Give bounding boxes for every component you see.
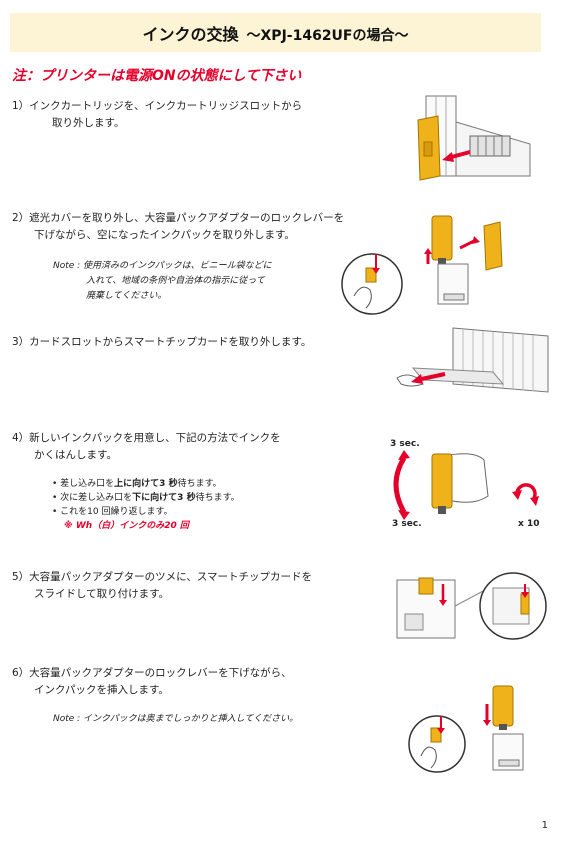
illustration-insert-ink-pack <box>408 685 524 773</box>
power-warning: 注：プリンターは電源ONの状態にして下さい <box>12 68 302 84</box>
bullet-1-bold: 上に向けて3 秒 <box>114 479 178 489</box>
page-title: インクの交換 ～XPJ-1462UFの場合～ <box>10 21 541 45</box>
title-main: インクの交換 <box>142 25 239 44</box>
step-4-line1: 4）新しいインクパックを用意し、下記の方法でインクを <box>12 432 281 444</box>
bullet-2-end: 待ちます。 <box>195 493 240 503</box>
step-6-line2: インクパックを挿入します。 <box>34 684 169 696</box>
bullet-3: • これを10 回繰り返します。 <box>52 505 240 519</box>
step-1: 1）インクカートリッジを、インクカートリッジスロットから 取り外します。 <box>12 98 302 132</box>
bullet-1-text: • 差し込み口を <box>52 479 115 489</box>
step-3: 3）カードスロットからスマートチップカードを取り外します。 <box>12 334 311 351</box>
step-2-note: Note : 使用済みのインクパックは、ビニール袋などに 入れて、地域の条例や自… <box>53 259 272 304</box>
page-number: 1 <box>541 820 548 831</box>
step-2-line1: 2）遮光カバーを取り外し、大容量パックアダプターのロックレバーを <box>12 212 345 224</box>
label-repeat: x 10 <box>518 519 539 529</box>
bullet-1-end: 待ちます。 <box>177 479 222 489</box>
step-3-line1: 3）カードスロットからスマートチップカードを取り外します。 <box>12 336 312 348</box>
bullet-2-text: • 次に差し込み口を <box>52 493 133 503</box>
bullet-2: • 次に差し込み口を下に向けて3 秒待ちます。 <box>52 491 240 505</box>
step-2-line2: 下げながら、空になったインクパックを取り外します。 <box>34 229 295 241</box>
step-2: 2）遮光カバーを取り外し、大容量パックアダプターのロックレバーを 下げながら、空… <box>12 210 344 244</box>
step-4-line2: かくはんします。 <box>34 449 117 461</box>
title-subtitle: ～XPJ-1462UFの場合～ <box>246 28 409 44</box>
step-4: 4）新しいインクパックを用意し、下記の方法でインクを かくはんします。 <box>12 430 281 464</box>
step-2-note-line3: 廃棄してください。 <box>86 291 167 301</box>
illustration-attach-chip-card <box>396 572 547 640</box>
step-4-bullets: • 差し込み口を上に向けて3 秒待ちます。 • 次に差し込み口を下に向けて3 秒… <box>52 477 240 533</box>
step-6-note: Note : インクパックは奥までしっかりと挿入してください。 <box>53 712 298 727</box>
illustration-remove-chip-card <box>396 327 549 393</box>
white-ink-note: ※ Wh（白）インクのみ20 回 <box>64 521 189 531</box>
illustration-shake-ink-pack: 3 sec. 3 sec. x 10 <box>390 439 539 529</box>
step-6: 6）大容量パックアダプターのロックレバーを下げながら、 インクパックを挿入します… <box>12 665 292 699</box>
bullet-1: • 差し込み口を上に向けて3 秒待ちます。 <box>52 477 240 491</box>
label-3sec-bottom: 3 sec. <box>392 519 422 529</box>
step-1-line1: 1）インクカートリッジを、インクカートリッジスロットから <box>12 100 303 112</box>
step-2-note-line2: 入れて、地域の条例や自治体の指示に従って <box>86 276 265 286</box>
label-3sec-top: 3 sec. <box>390 439 420 449</box>
bullet-3-text: • これを10 回繰り返します。 <box>52 507 173 517</box>
illustration-remove-cartridge <box>417 95 531 181</box>
illustration-remove-ink-pack <box>341 215 503 315</box>
bullet-2-bold: 下に向けて3 秒 <box>132 493 196 503</box>
step-6-note-line1: Note : インクパックは奥までしっかりと挿入してください。 <box>53 714 299 724</box>
step-5: 5）大容量パックアダプターのツメに、スマートチップカードを スライドして取り付け… <box>12 569 312 603</box>
step-5-line2: スライドして取り付けます。 <box>34 588 170 600</box>
title-banner: インクの交換 ～XPJ-1462UFの場合～ <box>10 13 541 52</box>
step-5-line1: 5）大容量パックアダプターのツメに、スマートチップカードを <box>12 571 313 583</box>
step-6-line1: 6）大容量パックアダプターのロックレバーを下げながら、 <box>12 667 292 679</box>
step-1-line2: 取り外します。 <box>52 117 125 129</box>
step-2-note-line1: Note : 使用済みのインクパックは、ビニール袋などに <box>53 261 272 271</box>
